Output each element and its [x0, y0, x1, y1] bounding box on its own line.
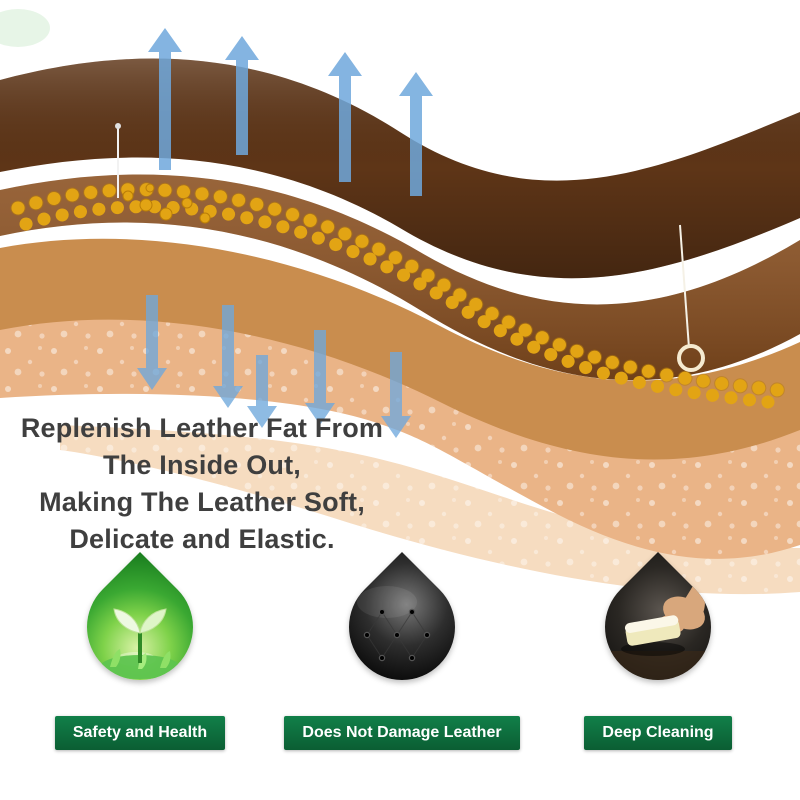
headline-line-3: Making The Leather Soft, [39, 487, 365, 517]
leather-layer-3 [0, 238, 800, 460]
seedling-icon [100, 608, 180, 679]
tufted-leather-icon [357, 586, 431, 662]
headline-line-2: The Inside Out, [102, 450, 301, 480]
seedling-droplet-icon [65, 552, 215, 702]
feature-label-no-damage: Does Not Damage Leather [284, 716, 520, 750]
feature-deep-cleaning: Deep Cleaning [528, 552, 788, 772]
down-arrows-icon [137, 295, 411, 438]
layer5-speckles [60, 425, 800, 595]
headline-line-4: Delicate and Elastic. [69, 524, 335, 554]
needle-icon [115, 123, 121, 198]
feature-safety: Safety and Health [10, 552, 270, 772]
layer1-shading [0, 58, 800, 279]
headline-line-1: Replenish Leather Fat From [20, 413, 384, 443]
tufted-leather-droplet-icon [327, 552, 477, 702]
feature-label-deep-cleaning: Deep Cleaning [584, 716, 732, 750]
sponge-cleaning-droplet-icon [583, 552, 733, 702]
feature-row: Safety and Health [0, 552, 800, 782]
feature-no-damage: Does Not Damage Leather [272, 552, 532, 772]
fat-droplets-icon [122, 183, 211, 224]
headline: Replenish Leather Fat From The Inside Ou… [2, 410, 402, 558]
needle-thread-icon [677, 224, 705, 372]
feature-label-safety: Safety and Health [54, 716, 226, 750]
leather-layers-diagram [0, 9, 800, 595]
up-arrows-icon [148, 28, 433, 196]
sponge-cleaning-icon [598, 581, 718, 687]
